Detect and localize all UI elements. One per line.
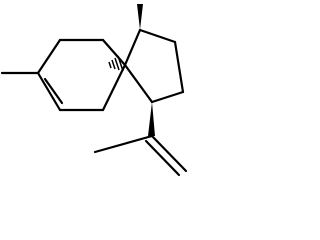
isopropenyl-group <box>93 134 188 177</box>
spiro-hashed-bond <box>108 55 124 72</box>
bond-ring5-right <box>173 40 185 94</box>
bond-ring5-bottom <box>150 90 185 104</box>
methyl-wedge-bond <box>137 4 143 30</box>
bond-ring5-lower-left <box>123 63 154 104</box>
bond-ring5-upper-left <box>123 28 142 67</box>
bond-isopropenyl-double-outer <box>150 134 188 173</box>
skeletal-structure <box>0 4 188 177</box>
bond-isopropenyl-double-inner <box>144 139 181 177</box>
bond-ring6-top-right <box>101 38 127 67</box>
bond-ring6-left-lower <box>36 71 62 112</box>
molecule-canvas <box>0 0 188 180</box>
cyclohexene-ring <box>36 38 127 112</box>
bond-ring6-left-upper <box>36 38 62 75</box>
bond-ring6-bottom-right <box>101 63 127 112</box>
bond-isopropenyl-methyl <box>93 134 154 154</box>
cyclopentane-ring <box>123 28 185 104</box>
bond-ring5-top <box>138 28 177 44</box>
bond-ring6-double-inner <box>43 77 64 105</box>
isopropenyl-wedge-bond <box>148 102 155 136</box>
